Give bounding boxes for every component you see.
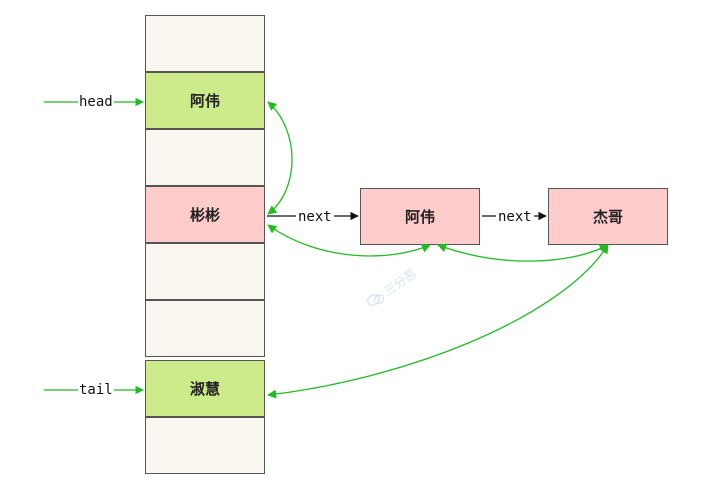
table-cell-bucket: 彬彬 (145, 186, 265, 243)
table-cell-4 (145, 243, 265, 300)
chain-node-label: 杰哥 (592, 208, 623, 226)
head-label: head (78, 94, 114, 110)
table-cell-label: 阿伟 (189, 92, 220, 110)
next-label-2: next (496, 209, 534, 225)
link-bucket-to-node1 (267, 224, 431, 257)
table-cell-head: 阿伟 (145, 72, 265, 129)
tail-label: tail (78, 382, 114, 398)
table-cell-5 (145, 300, 265, 357)
link-node2-to-tail (267, 244, 609, 399)
link-head-to-bucket (267, 101, 293, 215)
table-cell-2 (145, 129, 265, 186)
table-cell-label: 彬彬 (189, 206, 220, 224)
table-cell-tail: 淑慧 (145, 360, 265, 417)
table-cell-0 (145, 15, 265, 72)
chain-node-label: 阿伟 (404, 208, 435, 226)
watermark: 三分恶 (363, 265, 419, 312)
next-label-1: next (296, 209, 334, 225)
table-cell-7 (145, 417, 265, 474)
wechat-icon (366, 293, 384, 306)
link-node1-to-node2 (437, 243, 609, 262)
table-cell-label: 淑慧 (189, 380, 220, 398)
